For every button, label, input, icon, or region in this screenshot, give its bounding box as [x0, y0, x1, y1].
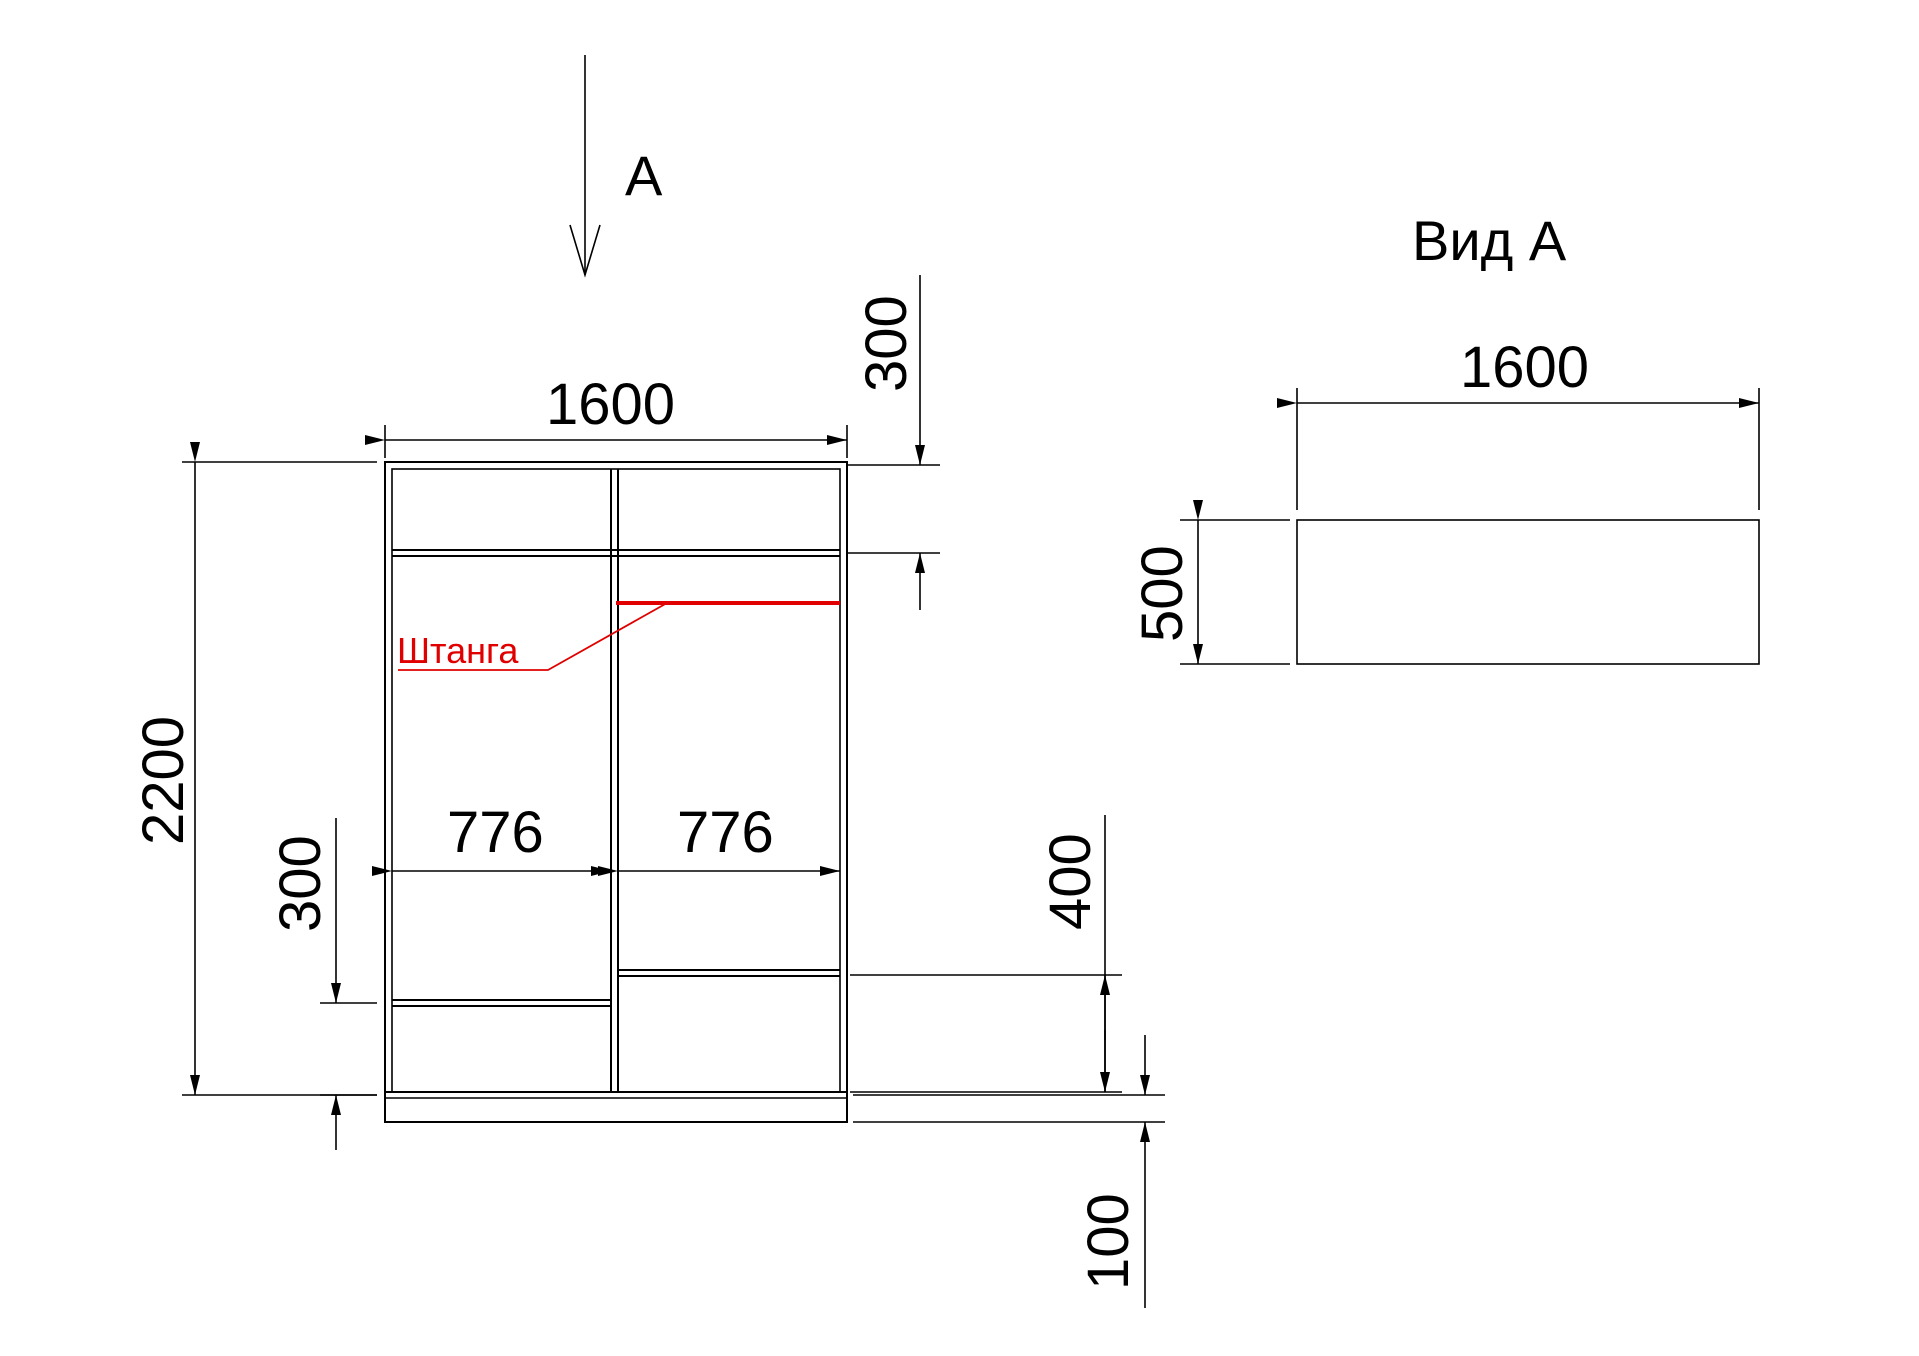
overall-height-value: 2200: [131, 716, 196, 845]
dim-right-section: 776: [598, 800, 840, 876]
dim-top-shelf: 300: [847, 275, 940, 610]
dim-overall-width: 1600: [365, 372, 848, 458]
view-title: Вид А: [1412, 209, 1567, 272]
dim-right-bottom: 400: [850, 815, 1122, 1093]
right-bottom-value: 400: [1038, 833, 1103, 930]
plan-width-value: 1600: [1460, 335, 1589, 400]
left-section-value: 776: [447, 800, 544, 865]
plinth-value: 100: [1076, 1193, 1141, 1290]
dim-overall-height: 2200: [131, 442, 377, 1096]
view-arrow-a: А: [569, 55, 663, 278]
wardrobe-front: [384, 461, 848, 1123]
dim-left-bottom: 300: [268, 818, 377, 1150]
rod-label: Штанга: [397, 630, 519, 671]
view-arrow-label: А: [625, 144, 663, 207]
dim-plinth: 100: [853, 1035, 1165, 1308]
overall-width-value: 1600: [546, 372, 675, 437]
top-shelf-value: 300: [854, 295, 919, 392]
left-bottom-value: 300: [268, 835, 333, 932]
right-section-value: 776: [677, 800, 774, 865]
rod: Штанга: [397, 601, 840, 671]
dim-left-section: 776: [372, 800, 611, 876]
plan-view: Вид А 1600 500: [1130, 209, 1760, 665]
plan-depth-value: 500: [1130, 545, 1195, 642]
